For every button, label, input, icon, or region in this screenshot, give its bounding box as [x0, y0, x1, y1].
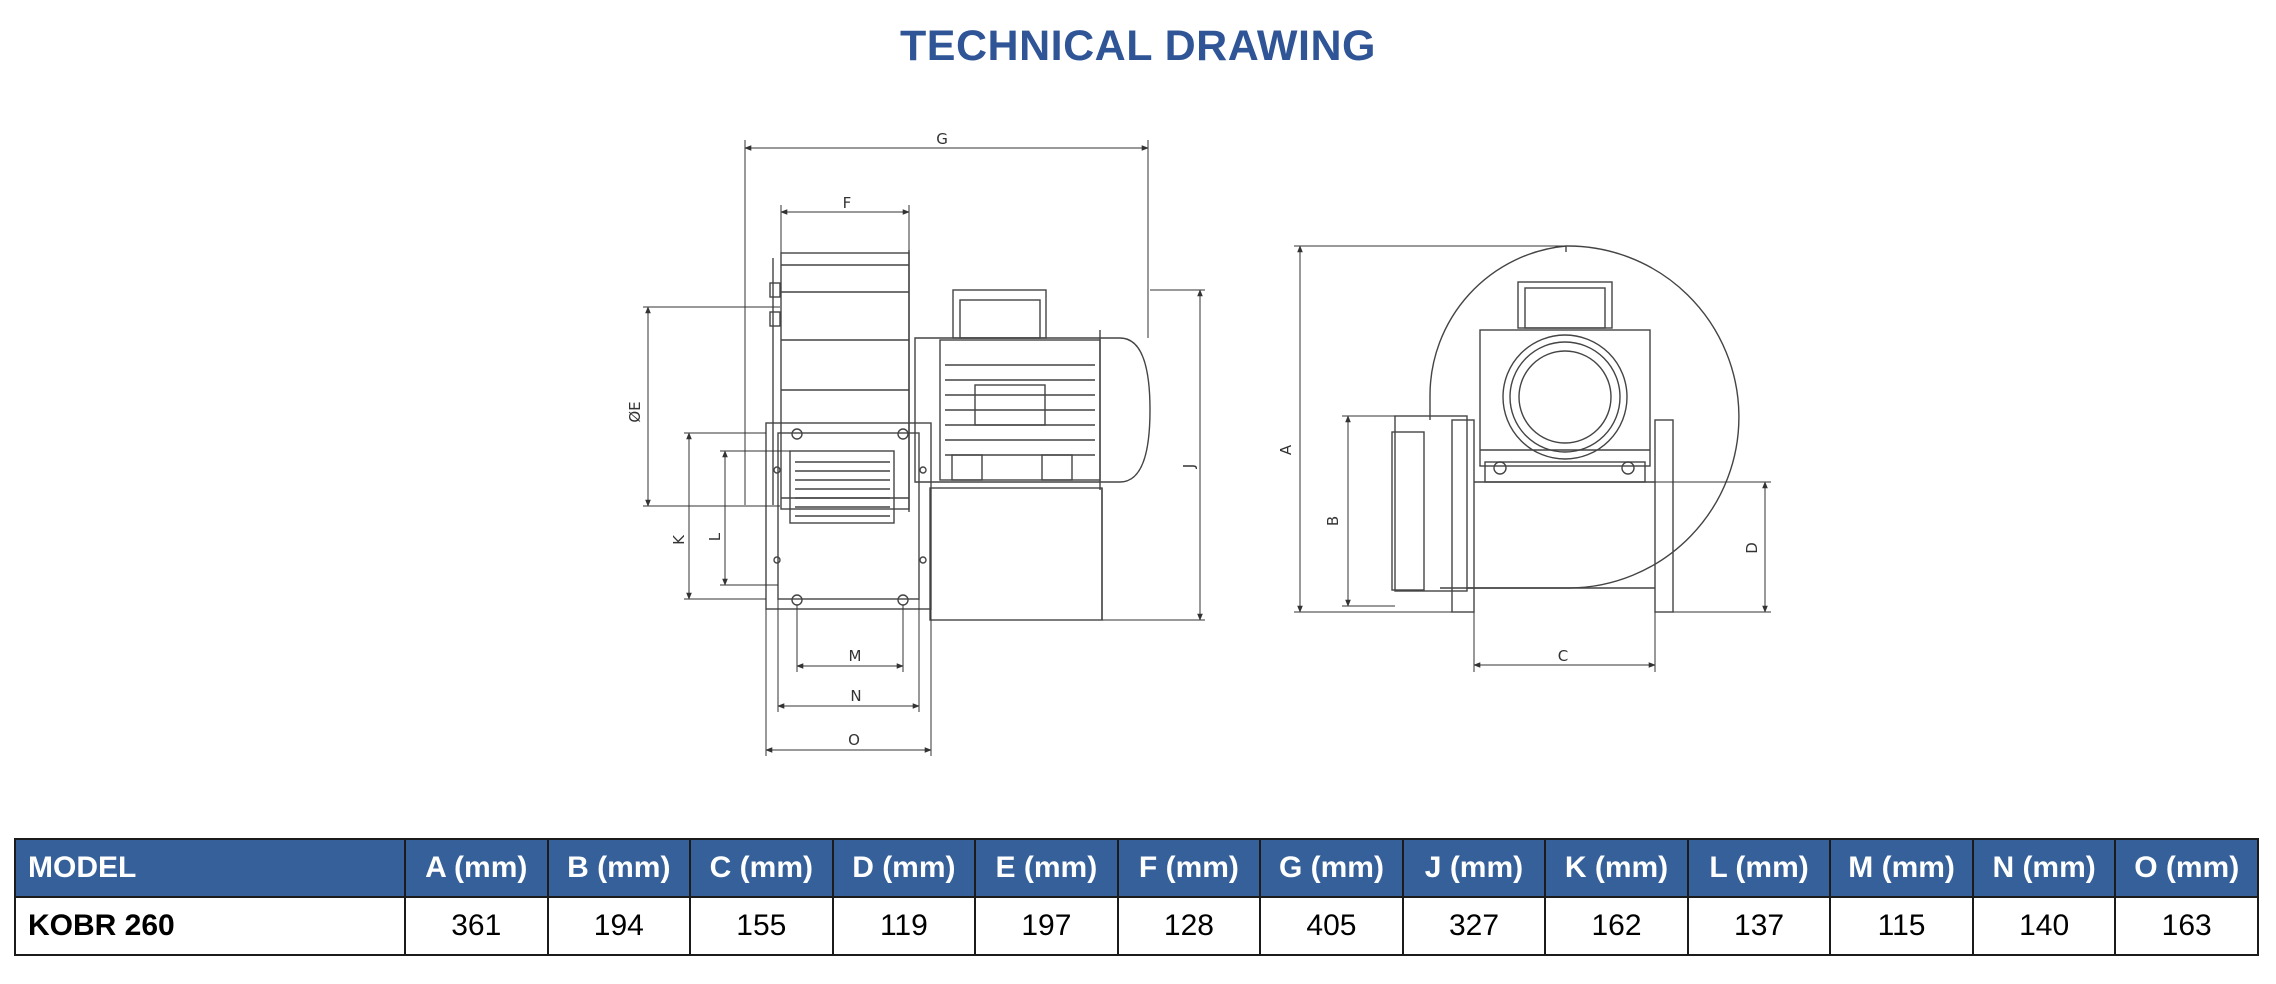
cell-g: 405: [1259, 896, 1404, 956]
table-header-row: MODEL A (mm) B (mm) C (mm) D (mm) E (mm)…: [14, 838, 2259, 898]
dim-label-c: C: [1558, 647, 1568, 665]
dim-label-m: M: [849, 647, 862, 665]
header-k: K (mm): [1544, 838, 1689, 898]
dim-label-n: N: [850, 687, 861, 705]
dim-label-f: F: [843, 194, 852, 212]
dim-label-e: ØE: [626, 401, 644, 422]
cell-model: KOBR 260: [14, 896, 406, 956]
cell-k: 162: [1544, 896, 1689, 956]
cell-j: 327: [1401, 896, 1547, 956]
cell-d: 119: [831, 896, 977, 956]
front-view-dimension-labels: A B C D: [1277, 444, 1761, 665]
dim-label-b: B: [1324, 516, 1342, 526]
header-d: D (mm): [831, 838, 977, 898]
header-c: C (mm): [689, 838, 834, 898]
cell-b: 194: [546, 896, 692, 956]
dim-label-k: K: [670, 534, 688, 545]
cell-e: 197: [974, 896, 1119, 956]
header-m: M (mm): [1829, 838, 1974, 898]
dim-label-l: L: [706, 532, 724, 541]
side-view-dimensions: [643, 140, 1205, 756]
page-title: TECHNICAL DRAWING: [900, 22, 1376, 70]
header-g: G (mm): [1259, 838, 1404, 898]
cell-a: 361: [404, 896, 549, 956]
dim-label-g: G: [936, 130, 948, 148]
header-j: J (mm): [1401, 838, 1547, 898]
header-b: B (mm): [546, 838, 692, 898]
cell-o: 163: [2114, 896, 2259, 956]
header-n: N (mm): [1971, 838, 2117, 898]
header-o: O (mm): [2114, 838, 2259, 898]
table-row: KOBR 260 361 194 155 119 197 128 405 327…: [14, 896, 2259, 956]
cell-l: 137: [1686, 896, 1832, 956]
header-f: F (mm): [1116, 838, 1262, 898]
cell-c: 155: [689, 896, 834, 956]
header-l: L (mm): [1686, 838, 1832, 898]
cell-f: 128: [1116, 896, 1262, 956]
side-view-drawing: [765, 250, 1151, 621]
dim-label-j: J: [1180, 464, 1198, 469]
header-model: MODEL: [14, 838, 406, 898]
side-view-dimension-labels: G F ØE J K L M N O: [626, 130, 1198, 749]
front-view-drawing: [1391, 245, 1740, 613]
dim-label-d: D: [1743, 542, 1761, 554]
header-a: A (mm): [404, 838, 549, 898]
dim-label-o: O: [848, 731, 860, 749]
header-e: E (mm): [974, 838, 1119, 898]
dim-label-a: A: [1277, 444, 1295, 455]
cell-n: 140: [1971, 896, 2117, 956]
front-view-dimensions: [1294, 245, 1771, 672]
dimensions-table: MODEL A (mm) B (mm) C (mm) D (mm) E (mm)…: [14, 838, 2259, 956]
cell-m: 115: [1829, 896, 1974, 956]
